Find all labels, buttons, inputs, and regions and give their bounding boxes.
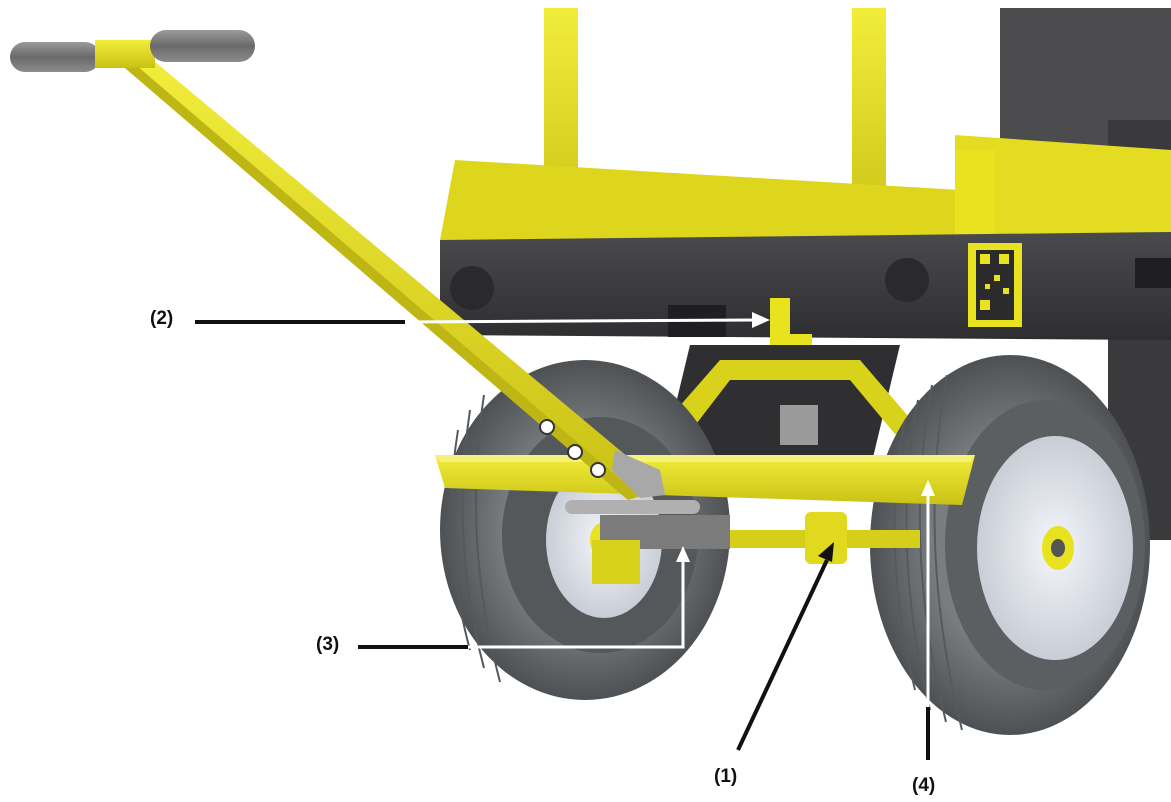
leader-2-white bbox=[404, 318, 756, 324]
callout-label-3: (3) bbox=[316, 634, 340, 655]
qr-code-label bbox=[968, 243, 1022, 327]
linkage-bracket bbox=[592, 540, 640, 584]
leader-3-white bbox=[468, 560, 685, 649]
steering-pin bbox=[565, 500, 700, 514]
callout-label-2: (2) bbox=[150, 308, 174, 329]
callout-label-1: (1) bbox=[714, 766, 738, 787]
leader-1-arrowhead bbox=[818, 542, 834, 562]
beam-bolt-left bbox=[450, 266, 494, 310]
leader-1-black bbox=[736, 559, 829, 751]
wheel-right bbox=[870, 355, 1150, 735]
hitch-hook bbox=[770, 298, 812, 350]
leader-4-arrowhead bbox=[921, 480, 935, 496]
leader-3-arrowhead bbox=[676, 546, 690, 562]
gearbox bbox=[780, 405, 818, 445]
beam-bolt-right bbox=[885, 258, 929, 302]
chassis-beam bbox=[440, 232, 1171, 340]
axle-coupling bbox=[805, 512, 847, 564]
tow-handle-edge bbox=[118, 60, 640, 500]
callout-leaders bbox=[195, 312, 935, 760]
cross-brace bbox=[650, 360, 920, 445]
deck-back-wall bbox=[440, 160, 960, 240]
tire-tread-right bbox=[893, 374, 963, 731]
deck-right-wall bbox=[955, 135, 1171, 240]
front-bumper-bar bbox=[435, 455, 975, 505]
handle-decal-marks bbox=[539, 419, 606, 478]
leader-2-arrowhead bbox=[752, 312, 770, 328]
callout-label-4: (4) bbox=[912, 775, 936, 796]
handle-grip bbox=[10, 30, 255, 72]
beam-block-right bbox=[1135, 258, 1171, 288]
handle-clevis bbox=[612, 450, 665, 498]
front-bumper-top bbox=[435, 455, 975, 462]
